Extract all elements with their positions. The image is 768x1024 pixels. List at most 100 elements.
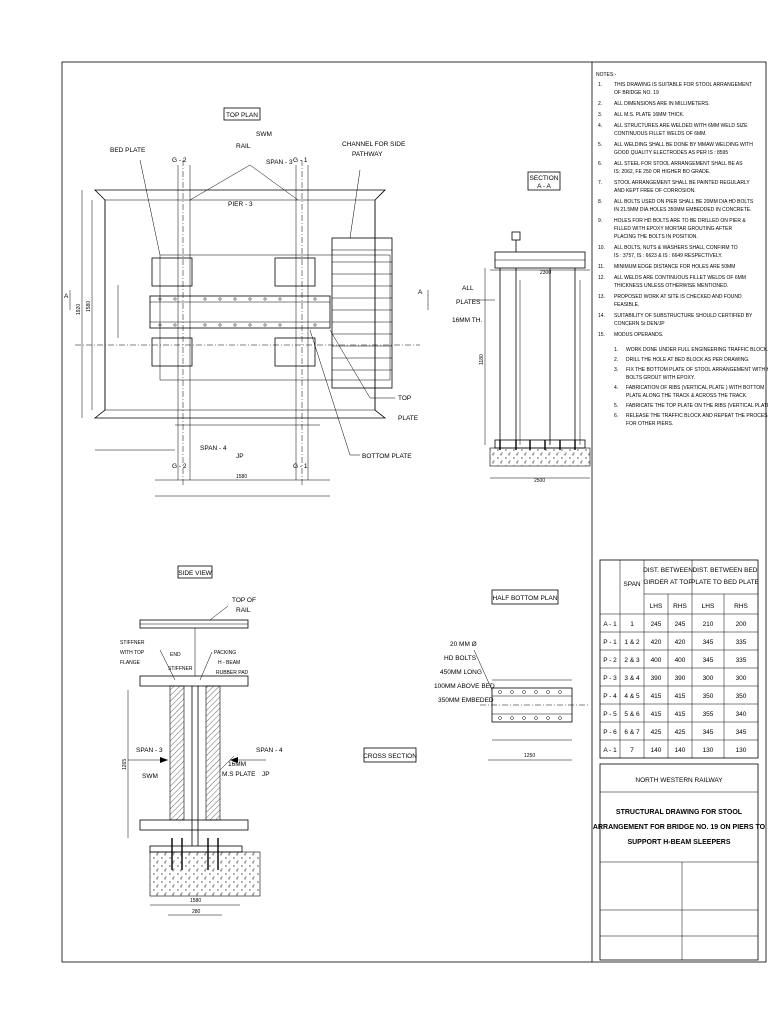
table-cell: 425 — [675, 729, 686, 736]
dim-280: 280 — [192, 909, 201, 915]
title-line-3: SUPPORT H-BEAM SLEEPERS — [627, 839, 730, 846]
table-cell: 350 — [736, 693, 747, 700]
note-line: ALL M.S. PLATE 16MM THICK. — [614, 112, 684, 118]
title-line-1: STRUCTURAL DRAWING FOR STOOL — [616, 809, 743, 816]
note-line: ALL BOLTS, NUTS & WASHERS SHALL CONFIRM … — [614, 245, 738, 251]
dim-2500: 2500 — [534, 478, 545, 484]
label-g2-bottom: G - 2 — [172, 463, 187, 470]
note-number: 7. — [598, 180, 602, 186]
table-cell: 355 — [703, 711, 714, 718]
note-number: 13. — [598, 294, 605, 300]
label-a-right: A — [418, 289, 423, 296]
modus-line: FABRICATE THE TOP PLATE ON THE RIBS (VER… — [626, 403, 768, 409]
label-all-plates-3: 16MM TH. — [452, 317, 482, 324]
title-org: NORTH WESTERN RAILWAY — [635, 777, 723, 784]
dim-1250: 1250 — [524, 753, 535, 759]
modus-number: 1. — [614, 347, 618, 353]
table-cell: 415 — [675, 693, 686, 700]
table-cell: 130 — [736, 747, 747, 754]
label-ms-plate-1: 16MM — [228, 761, 246, 768]
table-cell: 130 — [703, 747, 714, 754]
label-top-of-rail-2: RAIL — [236, 607, 251, 614]
table-cell: 345 — [736, 729, 747, 736]
note-number: 5. — [598, 142, 602, 148]
label-rail: RAIL — [236, 143, 251, 150]
title-block: NORTH WESTERN RAILWAY STRUCTURAL DRAWING… — [593, 763, 766, 961]
note-line: ALL STEEL FOR STOOL ARRANGEMENT SHALL BE… — [614, 161, 743, 167]
label-side-swm: SWM — [142, 773, 158, 780]
section-title-1: SECTION — [530, 175, 559, 182]
half-bottom-plan-view: HALF BOTTOM PLAN 20 MM Ø HD BOLTS 450MM … — [434, 589, 590, 761]
table-cell: 200 — [736, 621, 747, 628]
table-cell: 415 — [651, 711, 662, 718]
label-channel-1: CHANNEL FOR SIDE — [342, 141, 406, 148]
table-cell: 5 & 6 — [624, 711, 640, 718]
table-cell: 140 — [675, 747, 686, 754]
label-swm: SWM — [256, 131, 272, 138]
table-cell: 210 — [703, 621, 714, 628]
table-cell: 345 — [703, 729, 714, 736]
table-cell: 6 & 7 — [624, 729, 640, 736]
notes-heading: NOTES:- — [596, 72, 617, 78]
note-number: 2. — [598, 101, 602, 107]
table-group1-header: GIRDER AT TOP — [643, 579, 692, 586]
modus-number: 5. — [614, 403, 618, 409]
note-line: CONTINUOUS FILLET WELDS OF 6MM. — [614, 131, 707, 137]
note-line: ALL DIMENSIONS ARE IN MILLIMETERS. — [614, 101, 710, 107]
table-cell: 350 — [703, 693, 714, 700]
table-cell: 390 — [651, 675, 662, 682]
table-cell: P - 2 — [603, 657, 617, 664]
label-bed-plate: BED PLATE — [110, 147, 146, 154]
table-cell: 390 — [675, 675, 686, 682]
table-cell: P - 3 — [603, 675, 617, 682]
modus-number: 4. — [614, 385, 618, 391]
note-line: MINIMUM EDGE DISTANCE FOR HOLES ARE 50MM — [614, 264, 735, 270]
label-top-plate-2: PLATE — [398, 415, 419, 422]
label-side-span-4: SPAN - 4 — [256, 747, 283, 754]
table-sub-header: RHS — [673, 603, 687, 610]
table-cell: 425 — [651, 729, 662, 736]
modus-line: FABRICATION OF RIBS (VERTICAL PLATE ) WI… — [626, 385, 764, 391]
table-cell: P - 5 — [603, 711, 617, 718]
label-bolts-1: 20 MM Ø — [450, 641, 477, 648]
modus-line: BOLTS GROUT WITH EPOXY. — [626, 375, 695, 381]
label-bottom-plate: BOTTOM PLATE — [362, 453, 412, 460]
dim-1920: 1920 — [76, 304, 82, 315]
label-bolts-4: 100MM ABOVE BED — [434, 683, 495, 690]
note-line: THICKNESS UNLESS OTHERWISE MENTIONED. — [614, 283, 728, 289]
table-cell: 415 — [651, 693, 662, 700]
table-cell: 340 — [736, 711, 747, 718]
note-line: OF BRIDGE NO. 19 — [614, 90, 659, 96]
label-all-plates-2: PLATES — [456, 299, 481, 306]
table-cell: 400 — [651, 657, 662, 664]
label-side-span-3: SPAN - 3 — [136, 747, 163, 754]
label-pier-3: PIER - 3 — [228, 201, 253, 208]
label-top-plate-1: TOP — [398, 395, 411, 402]
label-stiffner-flange-3: FLANGE — [120, 660, 141, 666]
label-end: END — [170, 652, 181, 658]
modus-number: 3. — [614, 367, 618, 373]
note-line: GOOD QUALITY ELECTRODES AS PER IS : 8595 — [614, 150, 728, 156]
label-a-left: A — [64, 293, 69, 300]
modus-line: WORK DONE UNDER FULL ENGINEERING TRAFFIC… — [626, 347, 768, 353]
table-cell: 335 — [736, 639, 747, 646]
label-g1-bottom: G - 1 — [293, 463, 308, 470]
label-all-plates-1: ALL — [462, 285, 474, 292]
table-cell: 140 — [651, 747, 662, 754]
top-plan-view: TOP PLAN — [64, 107, 429, 497]
section-title-2: A - A — [537, 183, 551, 190]
table-cell: 2 & 3 — [624, 657, 640, 664]
note-number: 11. — [598, 264, 605, 270]
label-stiffner-flange-1: STIFFNER — [120, 640, 145, 646]
note-line: HOLES FOR HD BOLTS ARE TO BE DRILLED ON … — [614, 218, 746, 224]
table-sub-header: LHS — [702, 603, 715, 610]
table-cell: 3 & 4 — [624, 675, 640, 682]
dim-1265: 1265 — [122, 759, 128, 770]
dim-1580-left: 1580 — [86, 301, 92, 312]
table-cell: 420 — [675, 639, 686, 646]
label-side-jp: JP — [262, 771, 270, 778]
note-line: CONCERN Sr.DEN/JP — [614, 321, 665, 327]
note-number: 4. — [598, 123, 602, 129]
note-line: PROPOSED WORK AT SITE IS CHECKED AND FOU… — [614, 294, 742, 300]
note-line: STOOL ARRANGEMENT SHALL BE PAINTED REGUL… — [614, 180, 750, 186]
